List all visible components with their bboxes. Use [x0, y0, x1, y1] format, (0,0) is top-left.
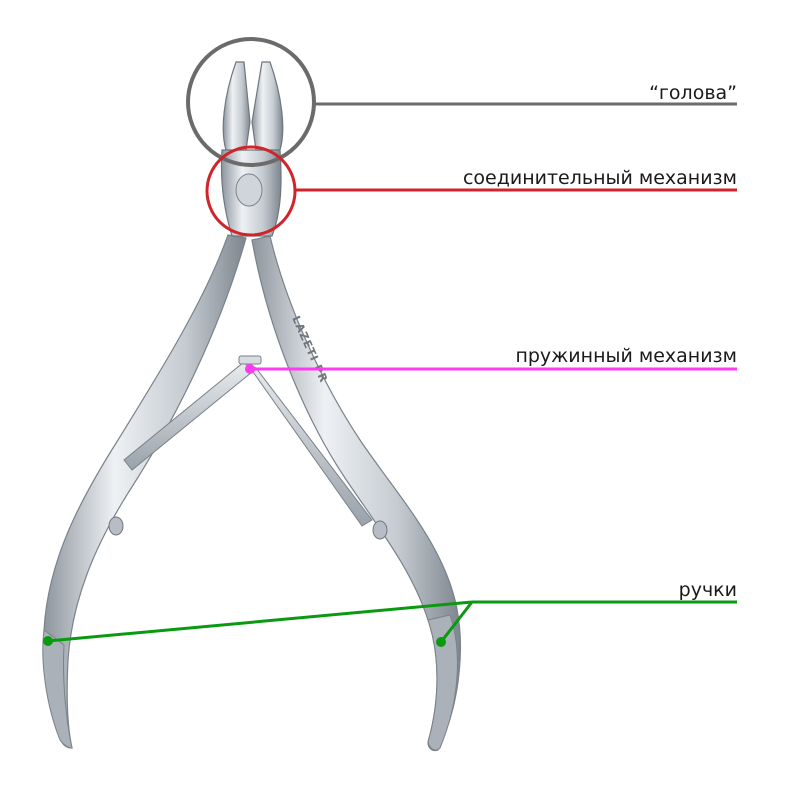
handles-marker-left — [43, 636, 53, 646]
spring-hinge — [238, 355, 262, 365]
joint-pivot — [235, 173, 263, 207]
right-handle-tip — [427, 614, 458, 751]
callout-spring: пружинный механизм — [245, 345, 737, 374]
handles-marker-right — [436, 637, 446, 647]
handles-label: ручки — [679, 579, 737, 601]
head-highlight-circle — [186, 37, 316, 167]
callout-head: “голова” — [186, 37, 737, 167]
left-handle — [43, 234, 247, 749]
handles-leader-right — [439, 601, 474, 643]
joint-label: соединительный механизм — [463, 167, 737, 189]
right-rivet — [372, 520, 388, 540]
spring-marker-dot — [245, 364, 255, 374]
nippers-illustration: LAZETI PR — [42, 61, 461, 752]
spring-label: пружинный механизм — [515, 345, 737, 367]
left-jaw — [222, 61, 251, 151]
head-label: “голова” — [649, 82, 737, 104]
left-rivet — [108, 516, 124, 536]
callout-handles: ручки — [43, 579, 737, 647]
callout-joint: соединительный механизм — [205, 145, 737, 237]
right-jaw — [251, 61, 284, 151]
left-handle-tip — [42, 629, 73, 749]
right-handle — [251, 235, 461, 752]
handles-leader-left — [47, 600, 473, 643]
